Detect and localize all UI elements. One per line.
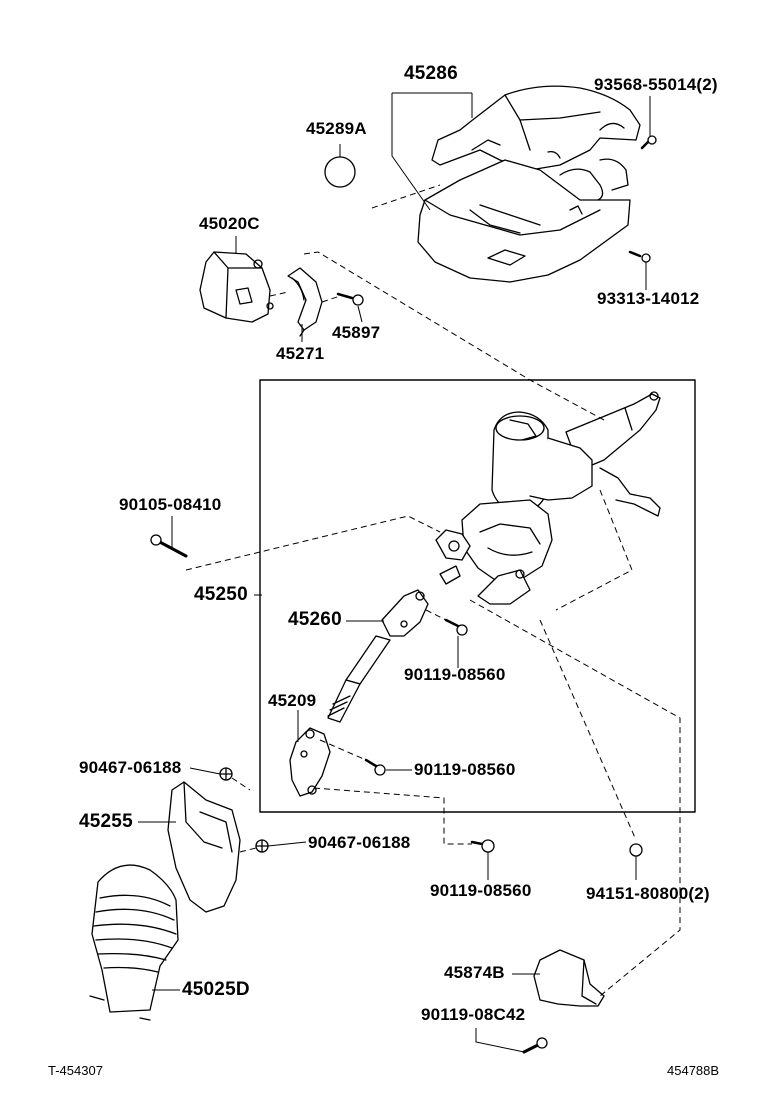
label-45874B: 45874B bbox=[444, 963, 505, 982]
column-cover-45286 bbox=[417, 85, 641, 283]
bolt-90119-b bbox=[364, 758, 386, 776]
label-45271: 45271 bbox=[276, 344, 325, 363]
label-45289A: 45289A bbox=[306, 119, 367, 138]
label-94151-80800: 94151-80800(2) bbox=[586, 884, 710, 903]
bolt-94151 bbox=[629, 843, 643, 857]
joint-45209 bbox=[289, 727, 331, 797]
label-90467-06188-b: 90467-06188 bbox=[308, 833, 411, 852]
label-45020C: 45020C bbox=[199, 214, 260, 233]
label-90467-06188-a: 90467-06188 bbox=[79, 758, 182, 777]
label-93568-55014: 93568-55014(2) bbox=[594, 75, 718, 94]
assembly-box-45250 bbox=[259, 379, 696, 813]
label-45250: 45250 bbox=[194, 584, 248, 605]
boot-45025D bbox=[89, 864, 179, 1021]
label-90119-08560-a: 90119-08560 bbox=[404, 665, 506, 684]
label-90119-08C42: 90119-08C42 bbox=[421, 1005, 526, 1024]
footer-left-code: T-454307 bbox=[48, 1063, 103, 1078]
bolt-90119-c bbox=[470, 839, 495, 853]
label-45286: 45286 bbox=[404, 63, 458, 84]
dashed-lines bbox=[185, 184, 681, 997]
clip-90467-b bbox=[255, 839, 269, 853]
clip-90467-a bbox=[219, 767, 233, 781]
footer-right-code: 454788B bbox=[667, 1063, 720, 1078]
intermediate-shaft-45260 bbox=[327, 589, 429, 723]
bracket-45020C bbox=[199, 251, 274, 323]
label-45255: 45255 bbox=[79, 811, 133, 832]
label-90119-08560-b: 90119-08560 bbox=[414, 760, 516, 779]
label-45209: 45209 bbox=[268, 691, 317, 710]
label-93313-14012: 93313-14012 bbox=[597, 289, 700, 308]
label-45025D: 45025D bbox=[182, 979, 250, 1000]
leader-lines bbox=[138, 92, 651, 1053]
label-45260: 45260 bbox=[288, 609, 342, 630]
label-90105-08410: 90105-08410 bbox=[119, 495, 222, 514]
label-45897: 45897 bbox=[332, 323, 381, 342]
bolt-45897 bbox=[336, 292, 364, 306]
label-90119-08560-c: 90119-08560 bbox=[430, 881, 532, 900]
screw-93313 bbox=[628, 250, 651, 263]
screw-93568 bbox=[640, 135, 657, 150]
part-45289A-plug bbox=[324, 156, 356, 188]
steering-column-assembly bbox=[435, 391, 661, 605]
bolt-90105 bbox=[150, 534, 188, 558]
bolt-90119-a bbox=[444, 618, 468, 636]
sheet-45255 bbox=[167, 781, 241, 913]
clamp-45271 bbox=[287, 267, 323, 337]
bolt-90119-d bbox=[522, 1037, 548, 1054]
bracket-45874B bbox=[533, 949, 605, 1007]
